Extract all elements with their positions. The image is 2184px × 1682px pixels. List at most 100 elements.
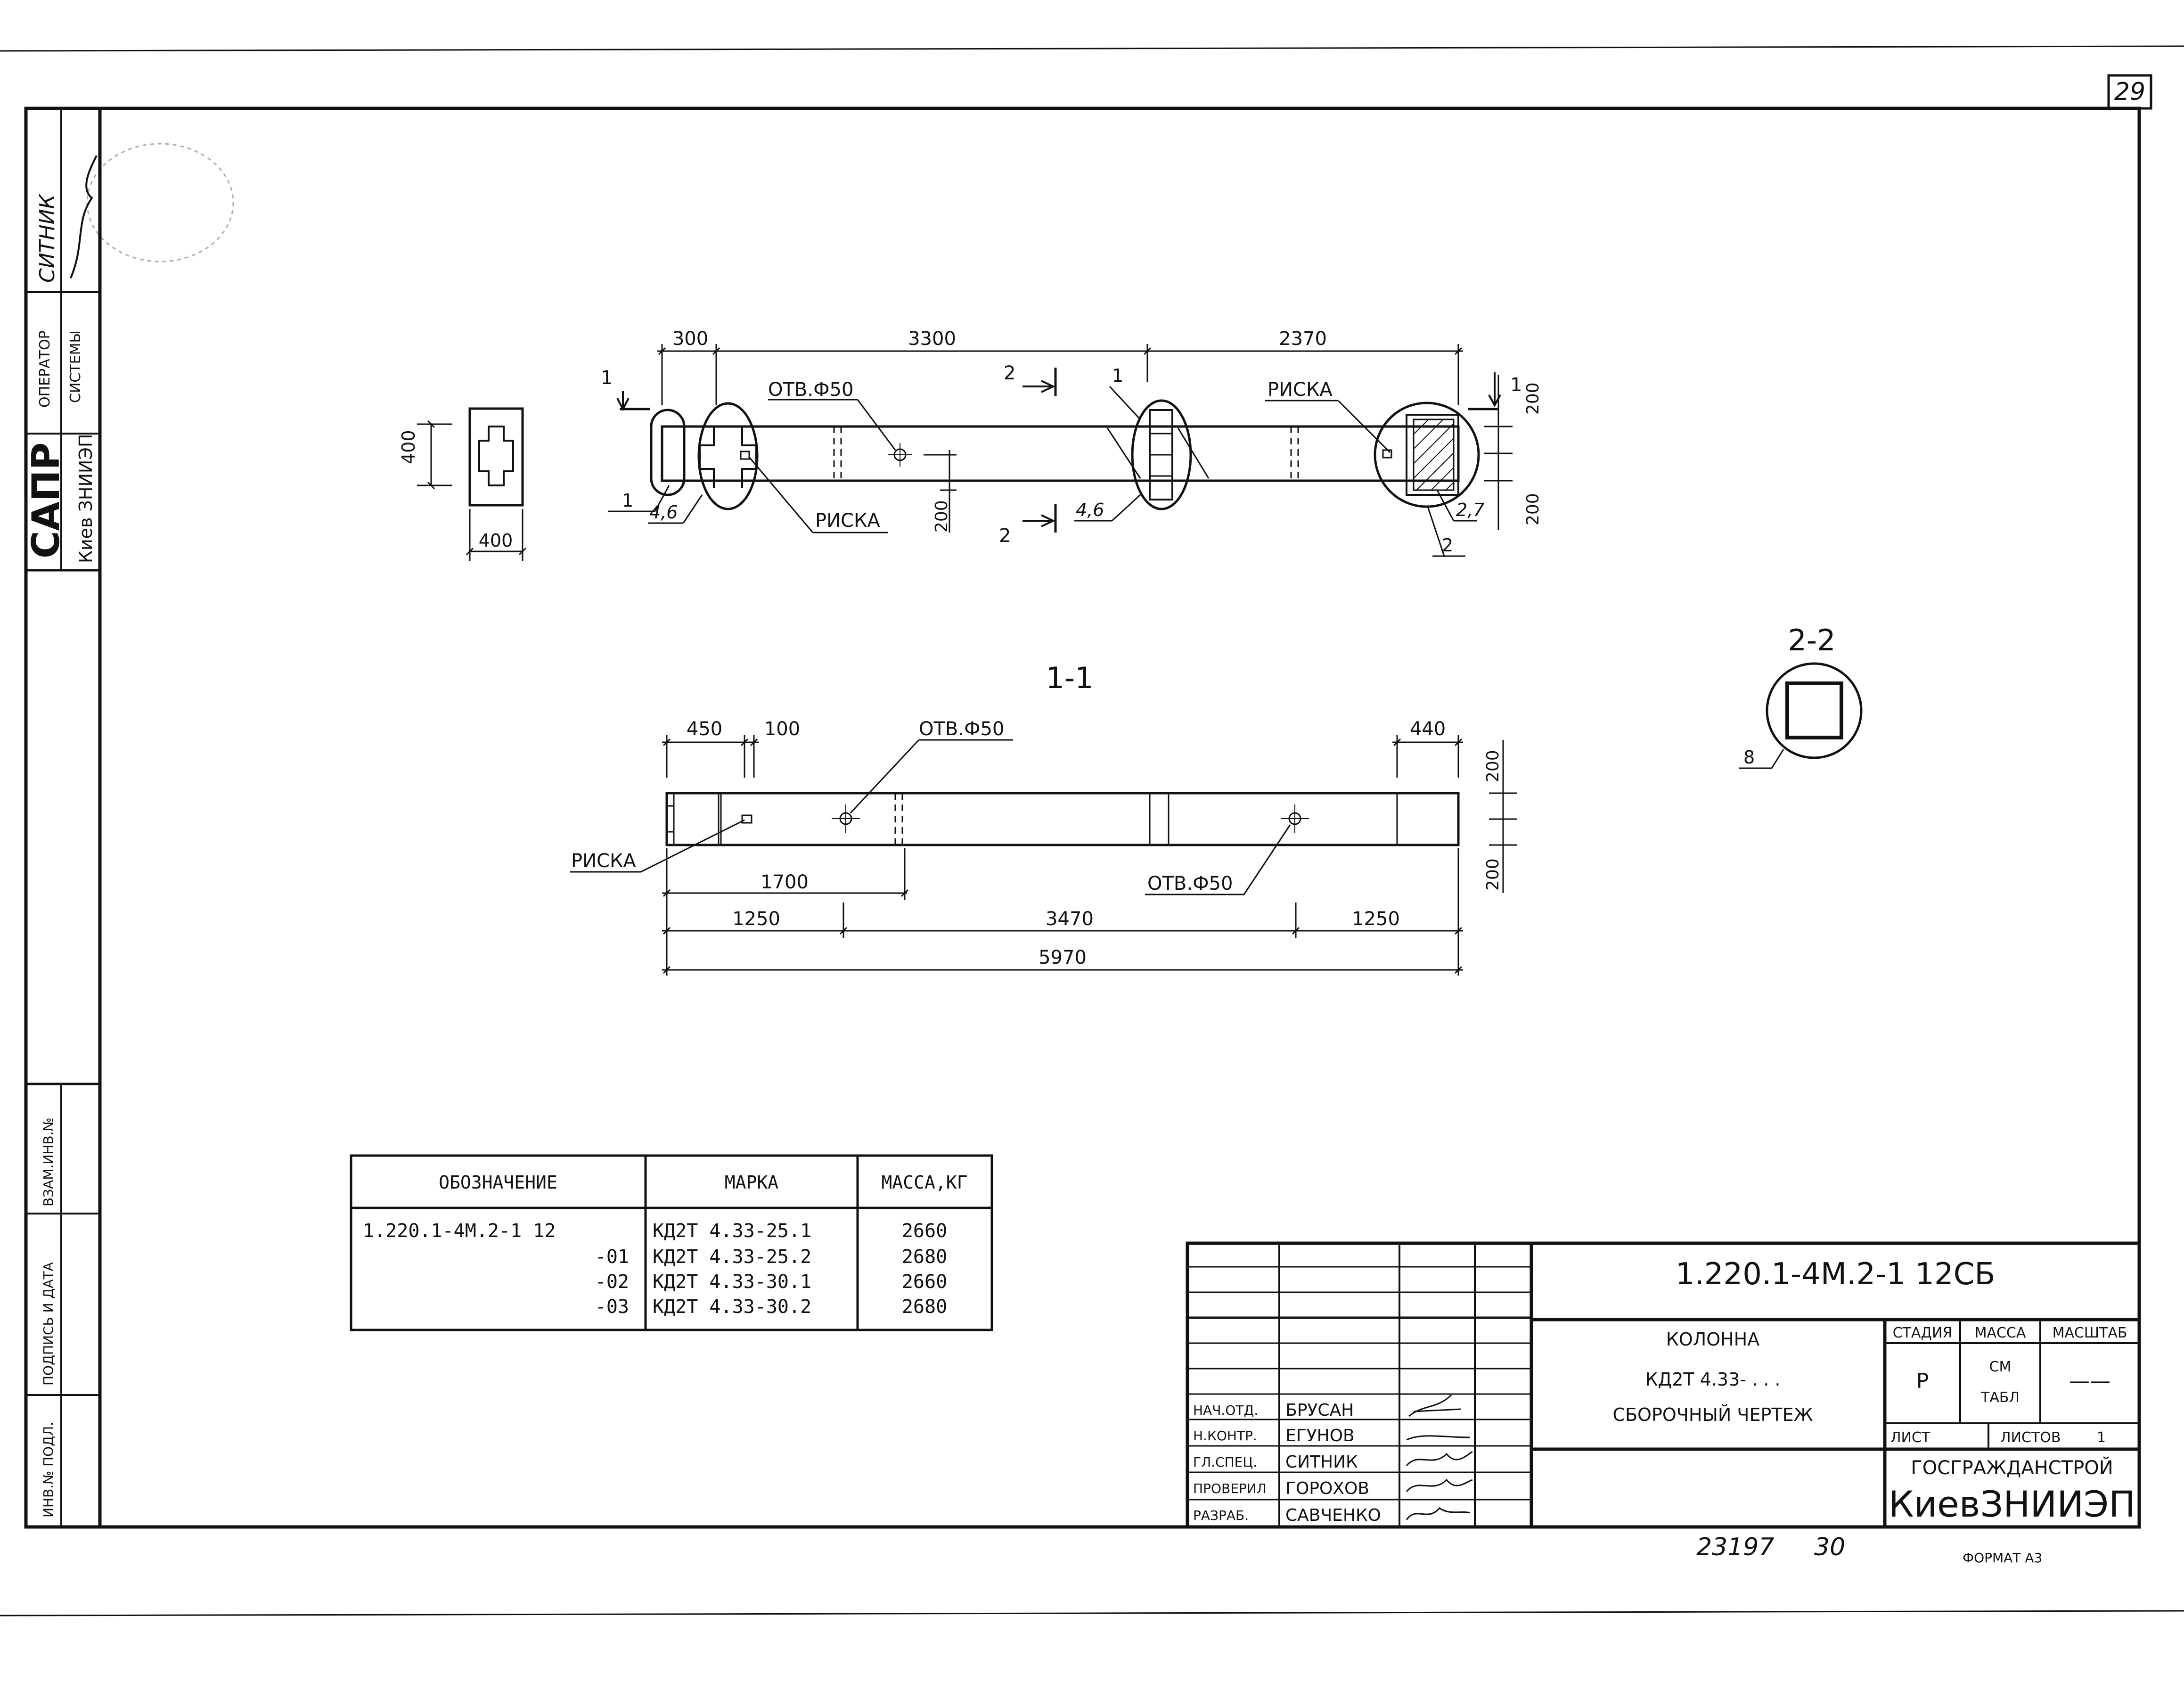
plan-dim-200-top: 200 — [1523, 382, 1543, 415]
plan-section-2-bottom: 2 — [999, 525, 1011, 547]
archive-number: 23197 — [1696, 1533, 1774, 1561]
spec-row-designation: -02 — [595, 1271, 629, 1293]
tb-name-2: КД2Т 4.33- . . . — [1645, 1369, 1781, 1390]
title-block: НАЧ.ОТД. БРУСАН Н.КОНТР. ЕГУНОВ ГЛ.СПЕЦ.… — [1186, 1241, 2141, 1529]
tb-signer-name: САВЧЕНКО — [1285, 1506, 1381, 1525]
plan-pos-1b: 1 — [1112, 365, 1123, 386]
strip-inv-podl: ИНВ.№ ПОДЛ. — [41, 1422, 56, 1518]
plan-view: 400 400 — [398, 328, 1543, 561]
tb-mass-value-1: СМ — [1989, 1359, 2012, 1375]
plan-pos-1a: 1 — [622, 490, 633, 511]
s11-dim-1250-right: 1250 — [1352, 908, 1400, 930]
strip-sapr-org: Киев ЗНИИЭП — [75, 434, 96, 563]
tb-signatures — [1406, 1394, 1473, 1520]
tb-signer-role: РАЗРАБ. — [1193, 1508, 1249, 1523]
plan-dim-200-mid: 200 — [932, 500, 951, 533]
s11-label-riska: РИСКА — [571, 850, 636, 872]
tb-name-3: СБОРОЧНЫЙ ЧЕРТЕЖ — [1612, 1404, 1813, 1425]
s11-dim-200-bottom: 200 — [1483, 858, 1503, 891]
plan-label-riska-1: РИСКА — [815, 510, 880, 532]
s11-dim-450: 450 — [687, 718, 722, 740]
spec-row-designation: -03 — [595, 1296, 629, 1318]
section-2-2: 2-2 8 — [1739, 623, 1863, 769]
tb-mass-value-2: ТАБЛ — [1980, 1389, 2020, 1406]
spec-row-mass: 2660 — [902, 1220, 947, 1242]
section-1-1-title: 1-1 — [1046, 661, 1093, 695]
s11-dim-440: 440 — [1410, 718, 1446, 740]
plan-pos-46a: 4,6 — [649, 502, 678, 523]
strip-operator-label-2: СИСТЕМЫ — [67, 330, 84, 403]
spec-row-mark: КД2Т 4.33-30.2 — [653, 1296, 811, 1318]
plan-section-2-top: 2 — [1004, 362, 1015, 384]
section-2-2-title: 2-2 — [1788, 623, 1835, 657]
tb-sheets-label: ЛИСТОВ — [2000, 1429, 2061, 1446]
s11-dim-200-top: 200 — [1483, 750, 1503, 782]
s11-label-otv-1: ОТВ.Ф50 — [919, 718, 1004, 740]
plan-label-otv: ОТВ.Ф50 — [768, 379, 853, 401]
plan-dim-400-w: 400 — [479, 530, 513, 551]
plan-pos-2: 2 — [1442, 535, 1453, 556]
tb-signer-role: ГЛ.СПЕЦ. — [1193, 1454, 1257, 1470]
plan-pos-46b: 4,6 — [1076, 500, 1104, 520]
spec-row-mark: КД2Т 4.33-25.2 — [653, 1246, 811, 1268]
spec-row-mark: КД2Т 4.33-30.1 — [653, 1271, 811, 1293]
tb-signer-role: НАЧ.ОТД. — [1193, 1403, 1258, 1418]
tb-name-1: КОЛОННА — [1666, 1329, 1760, 1350]
tb-signer-name: ГОРОХОВ — [1285, 1479, 1369, 1498]
format-label: ФОРМАТ А3 — [1963, 1550, 2042, 1566]
spec-row-mass: 2680 — [902, 1246, 947, 1268]
strip-vzam-inv: ВЗАМ.ИНВ.№ — [41, 1117, 56, 1206]
s11-dim-1700: 1700 — [761, 871, 809, 893]
plan-section-1-left: 1 — [601, 367, 613, 389]
strip-signature-name: СИТНИК — [35, 193, 59, 283]
tb-mass-label: МАССА — [1975, 1325, 2026, 1341]
section-1-1: 1-1 450 100 440 — [570, 661, 1517, 976]
spec-table: ОБОЗНАЧЕНИЕ МАРКА МАССА,КГ 1.220.1-4М.2-… — [350, 1154, 993, 1331]
strip-sapr: САПР — [24, 443, 68, 558]
plan-label-riska-2: РИСКА — [1268, 379, 1333, 401]
spec-row-mass: 2680 — [902, 1296, 947, 1318]
spec-header-mark: МАРКА — [725, 1172, 779, 1193]
plan-dim-2370: 2370 — [1279, 328, 1327, 350]
plan-section-1-right: 1 — [1510, 374, 1522, 396]
strip-signature — [70, 155, 98, 279]
strip-operator-label-1: ОПЕРАТОР — [37, 330, 53, 408]
tb-signer-role: Н.КОНТР. — [1193, 1428, 1257, 1444]
sheet-frame — [0, 45, 2184, 1616]
spec-row-mass: 2660 — [902, 1271, 947, 1293]
tb-signer-name: ЕГУНОВ — [1285, 1426, 1355, 1445]
plan-pos-27: 2,7 — [1456, 500, 1484, 520]
faint-stamp — [86, 143, 234, 263]
tb-signer-role: ПРОВЕРИЛ — [1193, 1481, 1267, 1496]
plan-dim-300: 300 — [672, 328, 708, 350]
s11-dim-1250-left: 1250 — [732, 908, 780, 930]
strip-podpis-data: ПОДПИСЬ И ДАТА — [41, 1262, 56, 1386]
tb-stage-label: СТАДИЯ — [1893, 1325, 1953, 1341]
tb-signer-name: СИТНИК — [1285, 1452, 1358, 1472]
tb-scale-label: МАСШТАБ — [2053, 1325, 2127, 1341]
tb-sheets-value: 1 — [2097, 1429, 2106, 1446]
tb-signer-name: БРУСАН — [1285, 1401, 1354, 1420]
spec-header-designation: ОБОЗНАЧЕНИЕ — [439, 1172, 557, 1193]
tb-org-1: ГОСГРАЖДАНСТРОЙ — [1911, 1456, 2113, 1479]
spec-header-mass: МАССА,КГ — [881, 1172, 967, 1193]
tb-sheet-label: ЛИСТ — [1890, 1429, 1930, 1446]
plan-dim-200-bottom: 200 — [1523, 493, 1543, 525]
archive-number-2: 30 — [1814, 1533, 1845, 1561]
page-number: 29 — [2114, 78, 2145, 106]
tb-org-2: КиевЗНИИЭП — [1889, 1483, 2136, 1525]
left-strip: СИТНИК ОПЕРАТОР СИСТЕМЫ САПР Киев ЗНИИЭП… — [24, 107, 101, 1528]
tb-scale-value: —— — [2069, 1369, 2110, 1393]
tb-doc-code: 1.220.1-4М.2-1 12СБ — [1676, 1257, 1996, 1292]
s11-label-otv-2: ОТВ.Ф50 — [1147, 873, 1233, 894]
tb-stage-value: Р — [1916, 1369, 1929, 1393]
s22-pos-8: 8 — [1743, 747, 1755, 768]
spec-row-mark: КД2Т 4.33-25.1 — [653, 1220, 811, 1242]
plan-small-section: 400 400 — [398, 407, 527, 561]
page-number-box: 29 — [2107, 74, 2152, 110]
plan-dim-400-h: 400 — [398, 430, 419, 464]
spec-row-designation: 1.220.1-4М.2-1 12 — [363, 1220, 556, 1242]
spec-row-designation: -01 — [595, 1246, 629, 1268]
s11-dim-100: 100 — [764, 718, 800, 740]
